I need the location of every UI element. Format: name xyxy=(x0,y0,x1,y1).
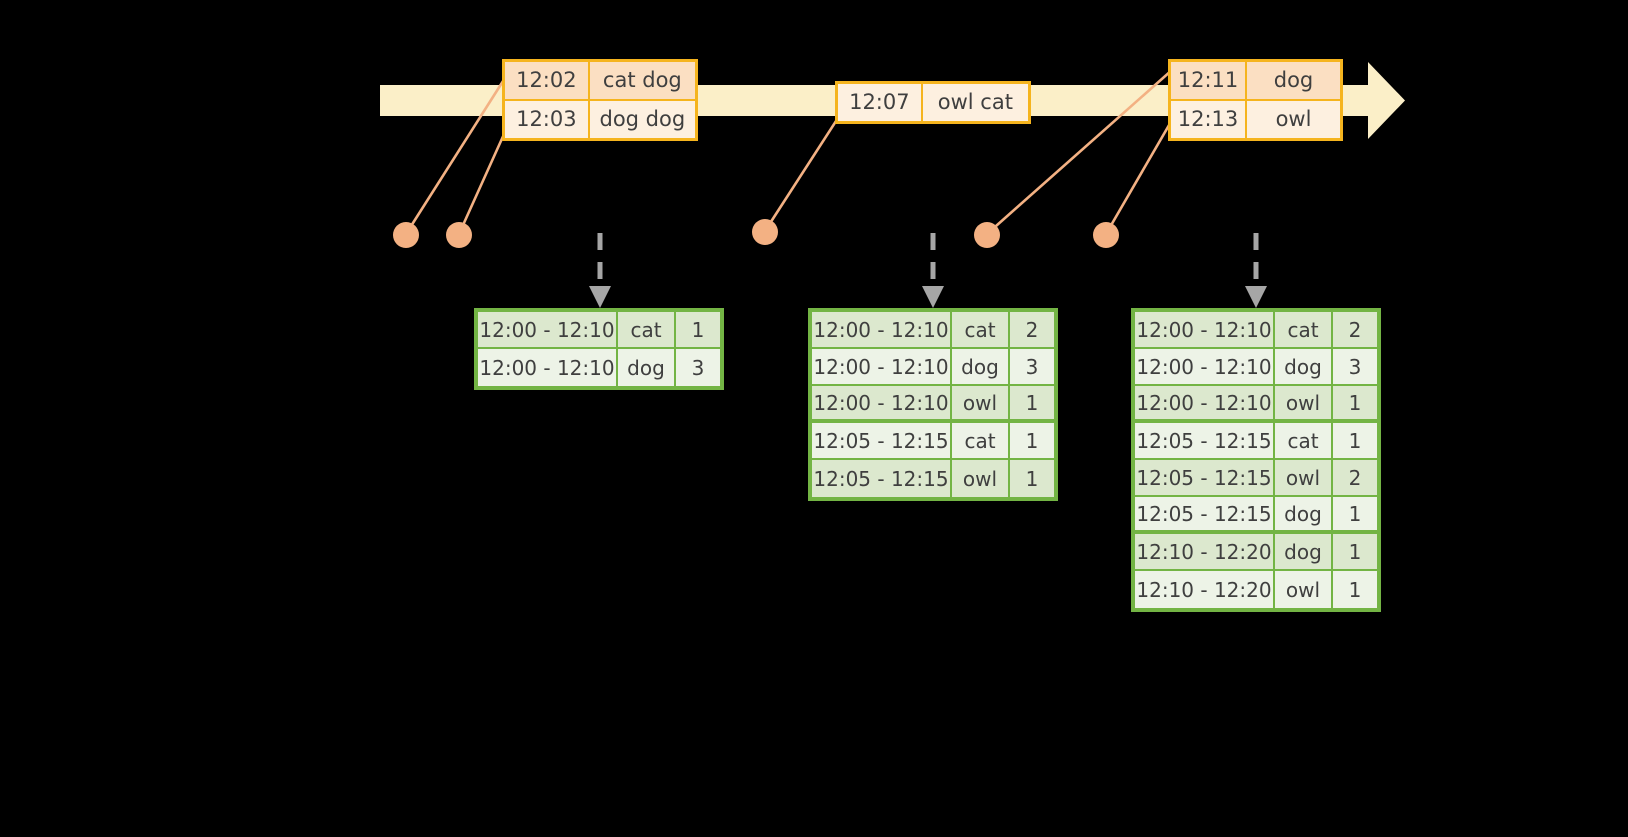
event-value: cat dog xyxy=(587,62,695,99)
cell-count: 1 xyxy=(1333,423,1377,460)
event-time: 12:03 xyxy=(516,107,577,131)
cell-key: owl xyxy=(1275,571,1333,608)
cell-window: 12:00 - 12:10 xyxy=(812,386,952,423)
cell-count: 1 xyxy=(1010,460,1054,497)
cell-window: 12:05 - 12:15 xyxy=(812,423,952,460)
cell-key: cat xyxy=(1275,423,1333,460)
cell-key: owl xyxy=(1275,460,1333,497)
cell-window: 12:00 - 12:10 xyxy=(1135,312,1275,349)
cell-window: 12:00 - 12:10 xyxy=(812,349,952,386)
cell-window: 12:05 - 12:15 xyxy=(1135,497,1275,534)
event-value: owl xyxy=(1245,101,1340,138)
cell-key: dog xyxy=(1275,349,1333,386)
marker-dot xyxy=(1093,222,1119,248)
cell-window: 12:05 - 12:15 xyxy=(812,460,952,497)
cell-count: 2 xyxy=(1333,312,1377,349)
dashed-arrow-3 xyxy=(1245,233,1267,308)
cell-key: dog xyxy=(618,349,676,386)
event-row: 12:02 cat dog xyxy=(505,62,695,99)
cell-count: 1 xyxy=(1333,534,1377,571)
cell-count: 3 xyxy=(1333,349,1377,386)
event-box-1: 12:02 cat dog 12:03 dog dog xyxy=(502,59,698,141)
cell-window: 12:05 - 12:15 xyxy=(1135,460,1275,497)
event-row: 12:07 owl cat xyxy=(838,84,1028,121)
event-box-2: 12:07 owl cat xyxy=(835,81,1031,124)
cell-key: dog xyxy=(952,349,1010,386)
marker-dot xyxy=(393,222,419,248)
marker-dot xyxy=(974,222,1000,248)
cell-window: 12:10 - 12:20 xyxy=(1135,534,1275,571)
event-time: 12:13 xyxy=(1177,107,1239,131)
cell-count: 1 xyxy=(1010,423,1054,460)
cell-count: 1 xyxy=(1333,386,1377,423)
cell-window: 12:00 - 12:10 xyxy=(1135,386,1275,423)
event-box-3: 12:11 dog 12:13 owl xyxy=(1168,59,1343,141)
cell-count: 3 xyxy=(676,349,720,386)
marker-dot xyxy=(752,219,778,245)
event-row: 12:03 dog dog xyxy=(505,99,695,138)
event-time: 12:11 xyxy=(1171,62,1245,99)
dashed-arrows xyxy=(589,233,1267,308)
cell-window: 12:00 - 12:10 xyxy=(478,312,618,349)
cell-count: 2 xyxy=(1333,460,1377,497)
event-row: 12:13 owl xyxy=(1171,99,1340,138)
dashed-arrow-2 xyxy=(922,233,944,308)
event-row: 12:11 dog xyxy=(1171,62,1340,99)
marker-dot xyxy=(446,222,472,248)
cell-window: 12:00 - 12:10 xyxy=(812,312,952,349)
cell-key: cat xyxy=(1275,312,1333,349)
cell-key: cat xyxy=(952,312,1010,349)
cell-key: cat xyxy=(952,423,1010,460)
cell-key: owl xyxy=(952,386,1010,423)
cell-count: 1 xyxy=(1010,386,1054,423)
event-time: 12:02 xyxy=(505,62,588,99)
cell-count: 1 xyxy=(1333,497,1377,534)
event-value: dog dog xyxy=(587,101,695,138)
cell-key: dog xyxy=(1275,534,1333,571)
dashed-arrow-1 xyxy=(589,233,611,308)
cell-count: 2 xyxy=(1010,312,1054,349)
cell-key: dog xyxy=(1275,497,1333,534)
cell-count: 1 xyxy=(1333,571,1377,608)
event-value: dog xyxy=(1245,62,1340,99)
cell-count: 3 xyxy=(1010,349,1054,386)
cell-window: 12:05 - 12:15 xyxy=(1135,423,1275,460)
cell-window: 12:10 - 12:20 xyxy=(1135,571,1275,608)
cell-window: 12:00 - 12:10 xyxy=(478,349,618,386)
event-time: 12:07 xyxy=(849,90,910,114)
cell-key: cat xyxy=(618,312,676,349)
cell-count: 1 xyxy=(676,312,720,349)
event-value: owl cat xyxy=(920,84,1028,121)
cell-key: owl xyxy=(1275,386,1333,423)
cell-window: 12:00 - 12:10 xyxy=(1135,349,1275,386)
cell-key: owl xyxy=(952,460,1010,497)
marker-dots xyxy=(393,219,1119,248)
